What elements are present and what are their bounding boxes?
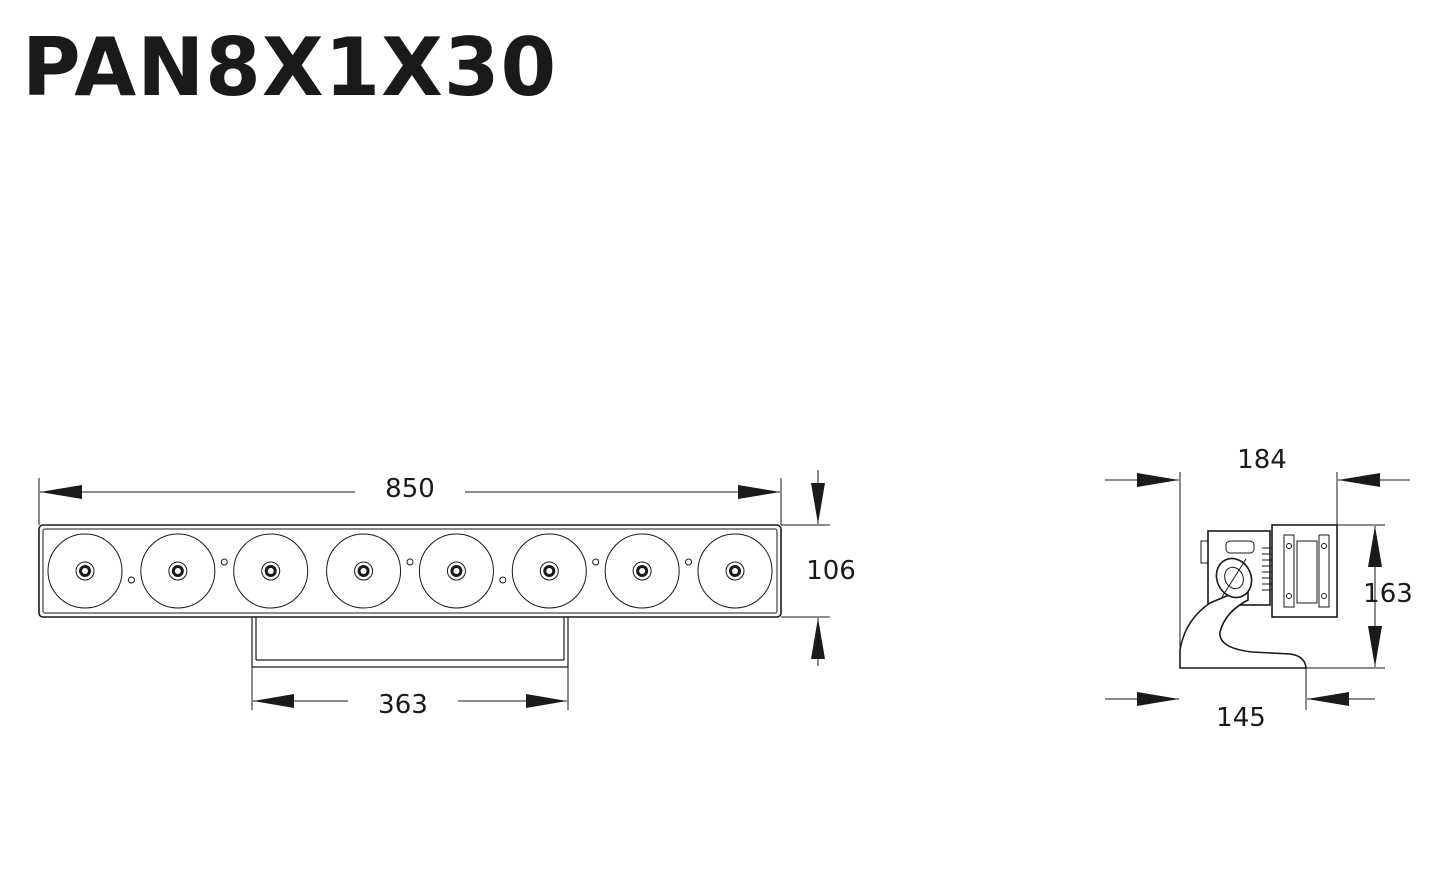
screw-icon	[127, 576, 135, 584]
screw-icon	[685, 558, 693, 566]
lens	[697, 533, 773, 609]
arrow-right	[1137, 692, 1179, 706]
width-dimension: 850	[38, 474, 782, 525]
side-label-plate	[1225, 540, 1255, 554]
screw-icon	[406, 558, 414, 566]
arrow-left	[1338, 473, 1380, 487]
bracket-dimension-label: 363	[378, 690, 428, 720]
screw-icon	[592, 558, 600, 566]
side-view: 184 163 145	[1105, 445, 1413, 733]
front-view: 850 106 363	[38, 470, 856, 720]
base-dimension: 145	[1105, 668, 1375, 733]
lens	[511, 533, 587, 609]
screw-row	[127, 558, 693, 584]
side-height-dimension: 163	[1306, 524, 1413, 669]
front-bracket	[251, 617, 569, 668]
height-dimension: 106	[781, 470, 856, 666]
arrow-right	[1137, 473, 1179, 487]
arrow-left	[40, 485, 82, 499]
lens	[140, 533, 216, 609]
lens	[604, 533, 680, 609]
depth-dimension-label: 184	[1237, 445, 1287, 475]
side-height-dimension-label: 163	[1363, 579, 1413, 609]
arrow-left	[253, 694, 294, 708]
product-title: PAN8X1X30	[22, 21, 558, 114]
front-fixture-inner-frame	[42, 528, 778, 614]
screw-icon	[499, 576, 507, 584]
arrow-down	[1368, 626, 1382, 667]
lens	[47, 533, 123, 609]
base-dimension-label: 145	[1216, 703, 1266, 733]
side-stand	[1179, 585, 1307, 669]
arrow-up	[811, 618, 825, 659]
side-front-head	[1271, 524, 1338, 618]
front-fixture-body	[38, 524, 782, 618]
lens	[233, 533, 309, 609]
height-dimension-label: 106	[806, 556, 856, 586]
bracket-dimension: 363	[251, 667, 569, 720]
arrow-down	[811, 483, 825, 524]
arrow-right	[526, 694, 567, 708]
lens-row	[47, 533, 773, 609]
arrow-right	[738, 485, 780, 499]
side-connector	[1200, 540, 1209, 564]
lens	[326, 533, 402, 609]
lens	[418, 533, 494, 609]
depth-dimension: 184	[1105, 445, 1410, 668]
screw-icon	[220, 558, 228, 566]
arrow-left	[1307, 692, 1349, 706]
width-dimension-label: 850	[385, 474, 435, 504]
side-heatsink	[1262, 547, 1272, 591]
arrow-up	[1368, 526, 1382, 567]
